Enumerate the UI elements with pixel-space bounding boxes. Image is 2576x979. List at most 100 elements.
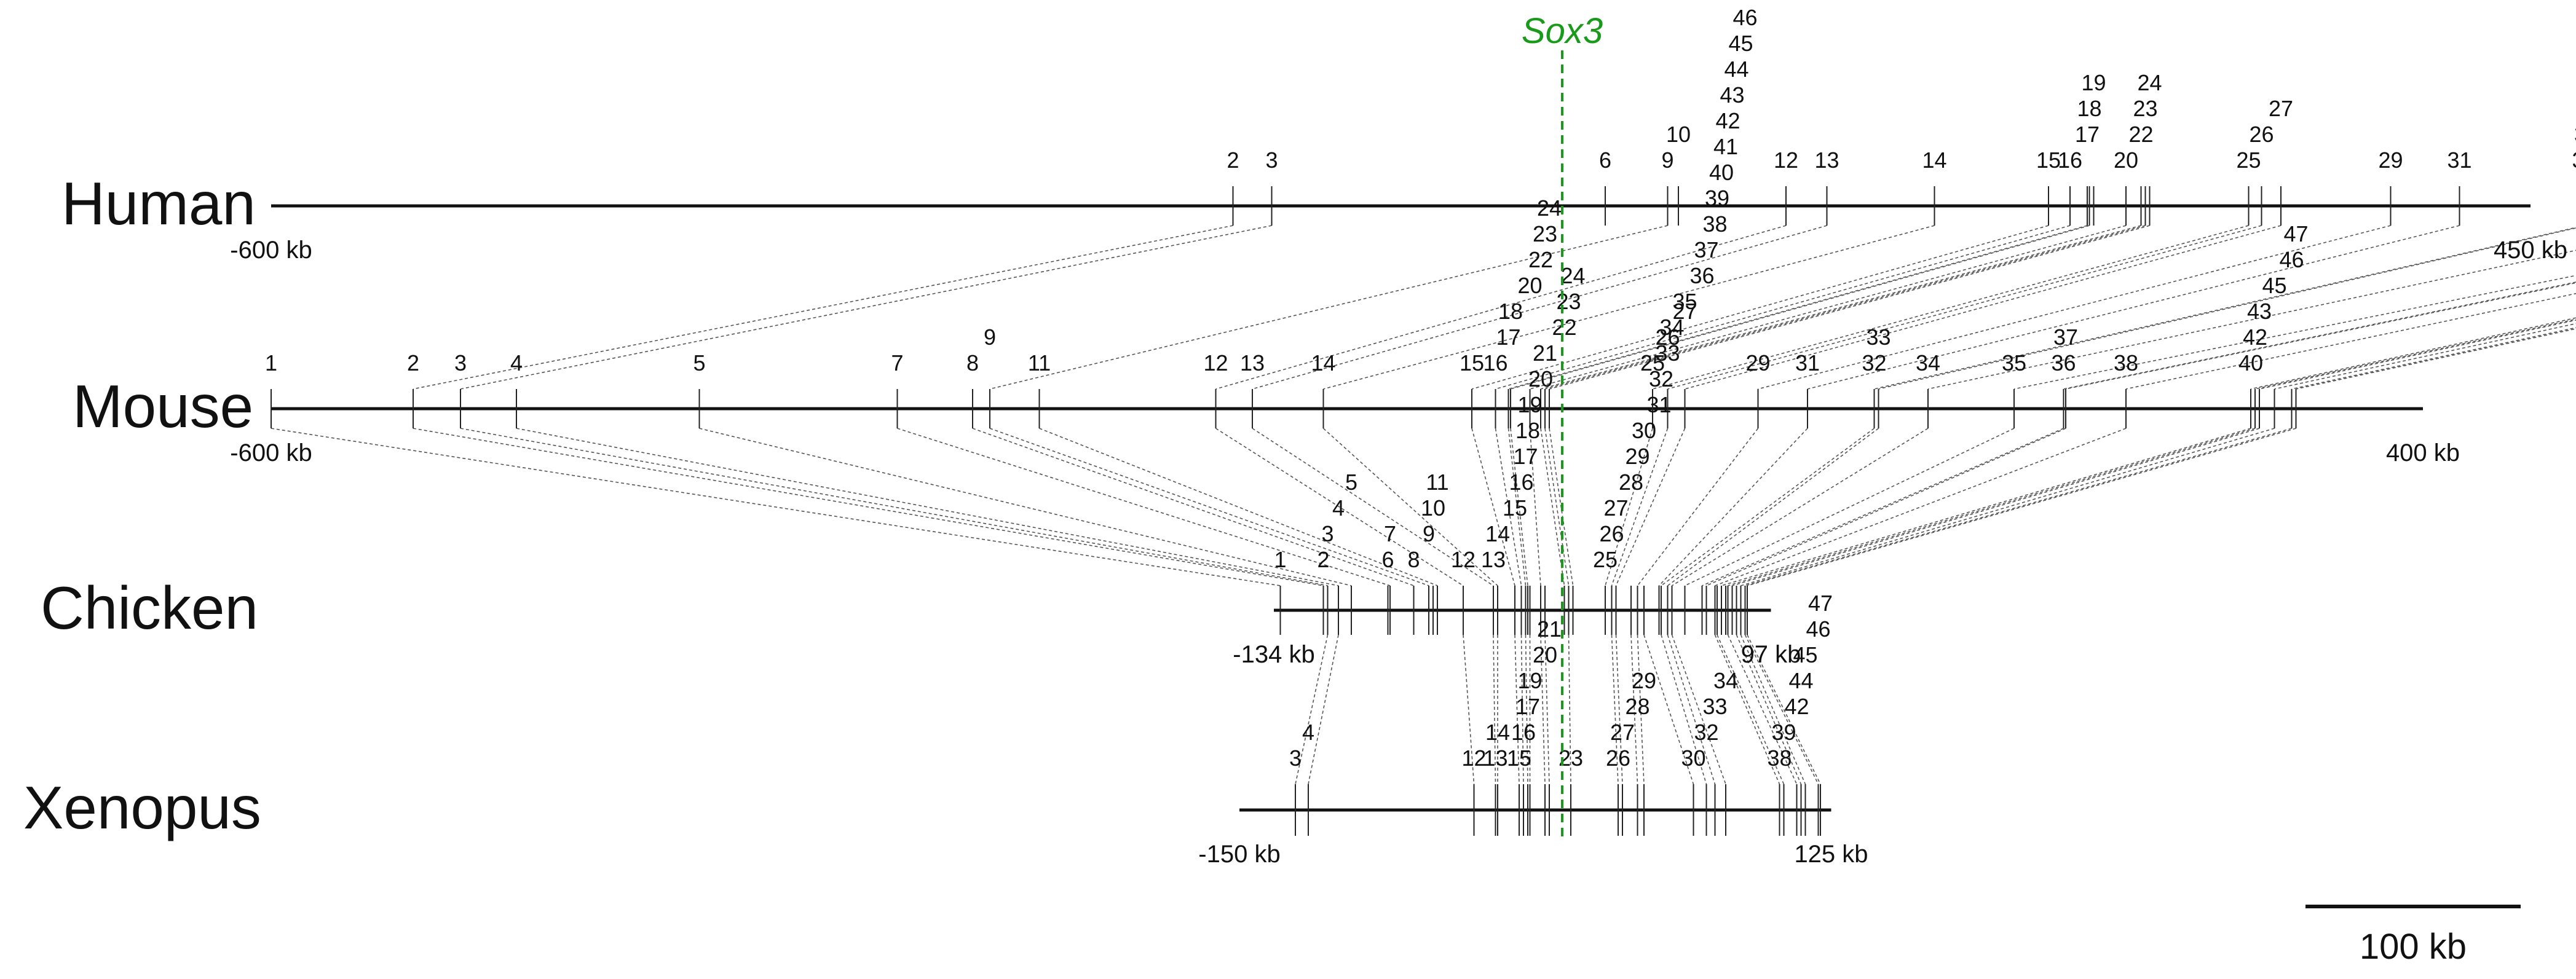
element-number-label: 27 xyxy=(1610,720,1635,745)
ortholog-connector xyxy=(1637,634,1645,785)
ortholog-connector xyxy=(2013,275,2576,390)
element-number-label: 46 xyxy=(2279,247,2304,272)
element-number-label: 8 xyxy=(966,350,979,375)
element-number-label: 46 xyxy=(1806,616,1830,642)
element-number-label: 33 xyxy=(1655,340,1680,366)
element-number-label: 19 xyxy=(2081,70,2106,95)
element-number-label: 23 xyxy=(2133,96,2157,121)
element-number-label: 45 xyxy=(1728,31,1753,56)
element-number-label: 23 xyxy=(1556,289,1581,314)
element-number-label: 31 xyxy=(2447,147,2471,173)
ortholog-connector xyxy=(989,225,1668,390)
element-number-label: 10 xyxy=(1421,495,1445,521)
element-number-label: 16 xyxy=(1483,350,1507,375)
element-number-label: 8 xyxy=(1407,547,1420,572)
element-number-label: 17 xyxy=(2075,122,2100,147)
element-number-label: 19 xyxy=(1517,392,1542,417)
ortholog-connector xyxy=(1549,225,2150,390)
element-number-label: 36 xyxy=(2051,350,2076,375)
element-number-label: 44 xyxy=(1788,668,1813,693)
element-number-label: 2 xyxy=(407,350,419,375)
ortholog-connector xyxy=(1540,634,1546,785)
element-number-label: 32 xyxy=(1649,366,1673,391)
element-number-label: 26 xyxy=(1599,521,1624,546)
element-number-label: 29 xyxy=(1632,668,1656,693)
ortholog-connector xyxy=(1874,227,2576,390)
ortholog-connector xyxy=(1744,634,1819,785)
element-number-label: 1 xyxy=(265,350,277,375)
ortholog-connector xyxy=(1667,428,1879,586)
element-number-label: 28 xyxy=(1625,694,1650,719)
element-number-label: 47 xyxy=(1735,0,1760,4)
element-number-label: 10 xyxy=(1666,122,1691,147)
ortholog-connector xyxy=(1495,428,1522,586)
ortholog-connector xyxy=(1544,634,1550,785)
element-number-label: 9 xyxy=(984,324,996,350)
ortholog-connector xyxy=(1667,225,2262,390)
scale-bar-label: 100 kb xyxy=(2360,927,2467,967)
element-number-label: 9 xyxy=(1423,521,1435,546)
ortholog-connector xyxy=(1758,225,2391,390)
element-number-label: 7 xyxy=(1384,521,1396,546)
ortholog-connector xyxy=(413,428,1324,586)
ortholog-connector xyxy=(1685,225,2282,390)
element-number-label: 35 xyxy=(1672,289,1697,314)
element-number-label: 18 xyxy=(1515,418,1540,443)
element-number-label: 38 xyxy=(1767,745,1792,771)
ortholog-connector xyxy=(460,225,1272,390)
element-number-label: 33 xyxy=(2574,122,2576,147)
ortholog-connector xyxy=(2250,317,2576,390)
element-number-label: 13 xyxy=(1481,547,1506,572)
element-number-label: 3 xyxy=(454,350,467,375)
element-number-label: 38 xyxy=(2114,350,2138,375)
ortholog-connector xyxy=(1252,428,1494,586)
element-number-label: 15 xyxy=(1507,745,1531,771)
end-coordinate-label: 97 kb xyxy=(1741,641,1801,668)
element-number-label: 33 xyxy=(1866,324,1891,350)
ortholog-connector xyxy=(1714,634,1780,785)
element-number-label: 22 xyxy=(2128,122,2153,147)
ortholog-connector xyxy=(1530,225,2127,390)
species-label: Chicken xyxy=(41,574,258,642)
ortholog-connector xyxy=(1295,634,1329,785)
ortholog-connector xyxy=(460,428,1328,586)
element-number-label: 39 xyxy=(1705,186,1729,211)
element-number-label: 27 xyxy=(2269,96,2293,121)
element-number-label: 31 xyxy=(1646,392,1671,417)
ortholog-connector xyxy=(1637,428,1759,586)
ortholog-connector xyxy=(1544,225,2146,390)
element-number-label: 45 xyxy=(1793,642,1817,667)
element-number-label: 42 xyxy=(1784,694,1809,719)
element-number-label: 12 xyxy=(1774,147,1798,173)
ortholog-connector xyxy=(1652,225,2249,390)
element-number-label: 18 xyxy=(1498,299,1523,324)
element-number-label: 11 xyxy=(1028,350,1051,375)
ortholog-connector xyxy=(1667,634,1716,785)
ortholog-connector xyxy=(1671,634,1726,785)
ortholog-connector xyxy=(1611,634,1619,785)
element-number-label: 13 xyxy=(1240,350,1265,375)
ortholog-connector xyxy=(1568,634,1571,785)
ortholog-connector xyxy=(1747,428,2296,586)
element-number-label: 34 xyxy=(1659,315,1684,340)
element-number-label: 29 xyxy=(1625,444,1650,469)
ortholog-connector xyxy=(897,428,1391,586)
element-number-label: 25 xyxy=(1640,350,1665,375)
ortholog-connector xyxy=(1715,428,2127,586)
element-number-label: 43 xyxy=(2247,299,2272,324)
element-number-label: 40 xyxy=(1709,160,1734,185)
species-label: Human xyxy=(61,170,256,237)
element-number-label: 23 xyxy=(1533,221,1557,246)
element-number-label: 4 xyxy=(1302,720,1314,745)
start-coordinate-label: -600 kb xyxy=(230,439,312,466)
ortholog-connector xyxy=(271,428,1281,586)
element-number-label: 29 xyxy=(1745,350,1770,375)
element-number-label: 24 xyxy=(2137,70,2162,95)
element-number-label: 30 xyxy=(1632,418,1656,443)
ortholog-connector xyxy=(1747,634,1821,785)
species-label: Mouse xyxy=(73,372,253,440)
ortholog-connector xyxy=(2274,323,2576,390)
